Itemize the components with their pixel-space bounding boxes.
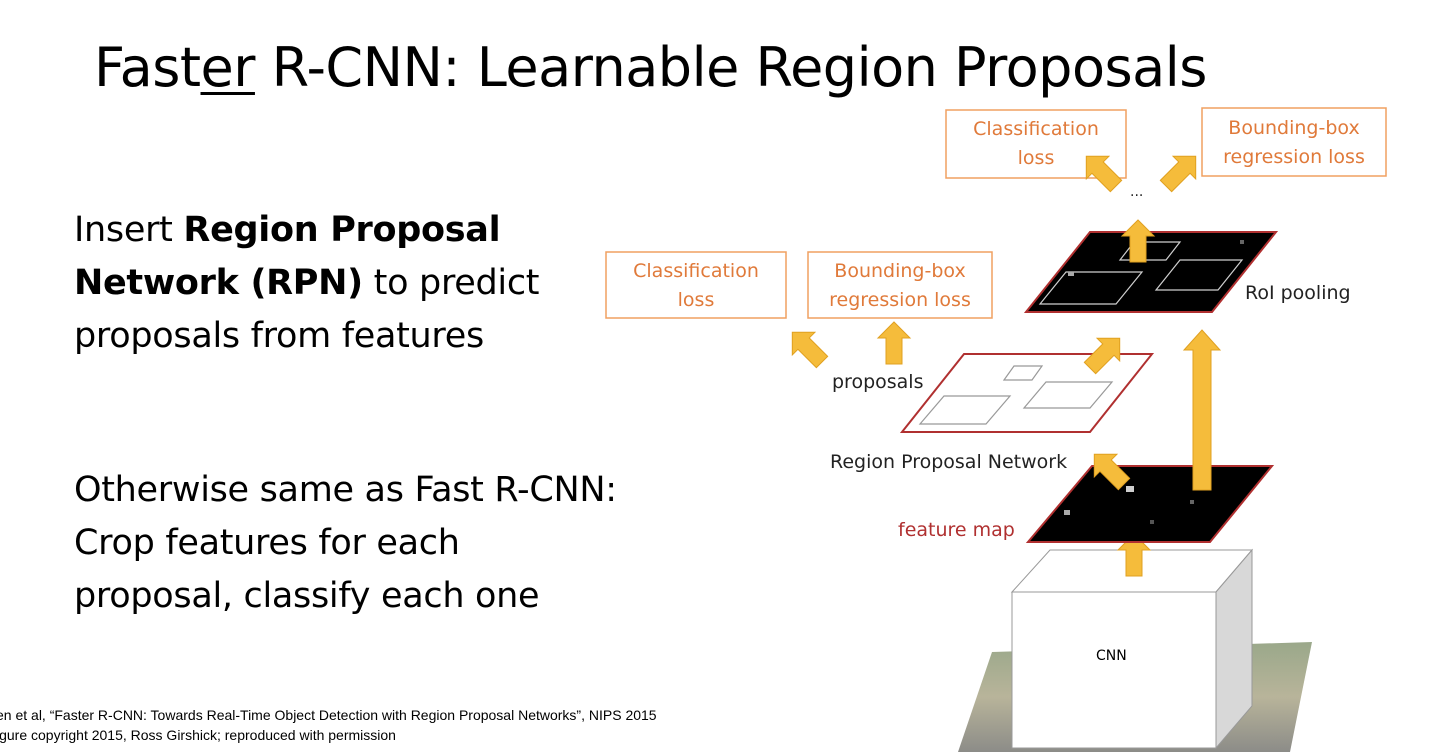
arrow-to-top-bbox <box>1154 144 1208 198</box>
roi-box <box>1154 259 1244 291</box>
mid-bbox-line1: Bounding-box <box>834 260 965 282</box>
bullet-rpn-post: to predict proposals from features <box>74 263 540 356</box>
arrow-to-mid-cls <box>780 320 834 374</box>
feature-map-activation <box>1150 520 1154 524</box>
proposal-box <box>1002 365 1044 381</box>
title-prefix: Fast <box>94 36 201 99</box>
roi-box <box>1038 271 1144 305</box>
bullet-fast-line1: Otherwise same as Fast R-CNN: <box>74 470 617 510</box>
proposal-box <box>918 395 1012 425</box>
top-cls-line2: loss <box>1018 147 1055 169</box>
top-bbox-line1: Bounding-box <box>1228 117 1359 139</box>
feature-map-activation <box>1126 486 1134 492</box>
slide-title: Faster R-CNN: Learnable Region Proposals <box>94 36 1207 99</box>
roi-activation <box>1068 272 1074 276</box>
citation-line2: igure copyright 2015, Ross Girshick; rep… <box>0 727 396 743</box>
proposal-box <box>1022 381 1114 409</box>
citation-line1: en et al, “Faster R-CNN: Towards Real-Ti… <box>0 707 657 723</box>
feature-map-label: feature map <box>898 519 1015 541</box>
roi-activation <box>1240 240 1244 244</box>
roi-pooling-plane <box>1023 231 1279 313</box>
roi-label: RoI pooling <box>1245 282 1351 304</box>
ellipsis: ... <box>1130 184 1143 200</box>
bullet-rpn-bold: Region Proposal Network (RPN) <box>74 210 501 303</box>
top-bbox-line2: regression loss <box>1223 146 1365 168</box>
rpn-label: Region Proposal Network <box>830 451 1067 473</box>
mid-bbox-line2: regression loss <box>829 289 971 311</box>
title-underlined: er <box>200 36 256 99</box>
mid-cls-line1: Classification <box>633 260 759 282</box>
mid-bbox-loss-box <box>807 251 993 319</box>
mid-classification-loss-box <box>605 251 787 319</box>
cnn-box-front <box>1011 591 1217 749</box>
bullet-rpn: Insert Region Proposal Network (RPN) to … <box>74 204 594 363</box>
title-suffix: R-CNN: Learnable Region Proposals <box>254 36 1208 99</box>
feature-map-activation <box>1064 510 1070 515</box>
top-cls-line1: Classification <box>973 118 1099 140</box>
feature-map-activation <box>1190 500 1194 504</box>
mid-cls-line2: loss <box>678 289 715 311</box>
bullet-fast-line2: Crop features for each <box>74 523 460 563</box>
proposals-plane <box>899 353 1155 433</box>
cnn-label: CNN <box>1096 648 1127 664</box>
arrow-fm-to-roi <box>1182 329 1222 491</box>
bullet-fast-rcnn: Otherwise same as Fast R-CNN: Crop featu… <box>74 464 674 623</box>
bullet-fast-line3: proposal, classify each one <box>74 576 540 616</box>
feature-map <box>1025 465 1275 543</box>
proposals-label: proposals <box>832 371 923 393</box>
roi-box <box>1118 241 1182 261</box>
bullet-rpn-pre: Insert <box>74 210 184 250</box>
top-bbox-loss-box <box>1201 107 1387 177</box>
